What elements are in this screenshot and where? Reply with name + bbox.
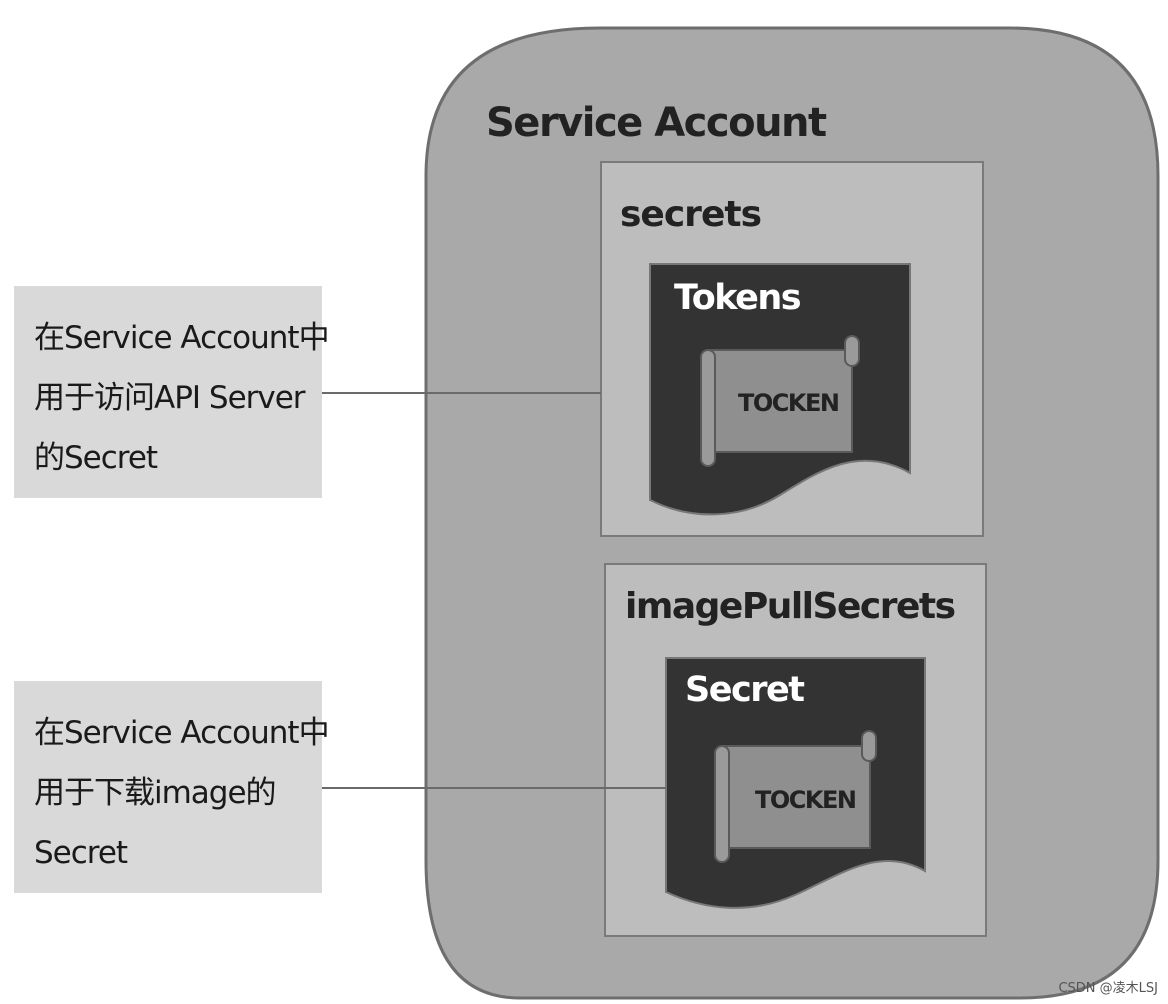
secrets-section-title: secrets	[620, 194, 762, 235]
secret-token-label: TOCKEN	[755, 786, 857, 814]
annotation-box-image-pull: 在Service Account中 用于下载image的 Secret	[14, 681, 330, 893]
tokens-panel-title: Tokens	[674, 278, 802, 318]
secret-panel-title: Secret	[685, 670, 805, 710]
service-account-title: Service Account	[486, 100, 827, 146]
annotation-box-secrets: 在Service Account中 用于访问API Server 的Secret	[14, 286, 330, 498]
watermark: CSDN @凌木LSJ	[1058, 981, 1158, 996]
annotation-line: 用于下载image的	[34, 775, 277, 811]
annotation-line: 在Service Account中	[34, 320, 330, 356]
secrets-token-label: TOCKEN	[738, 389, 840, 417]
secret-token-scroll	[714, 730, 877, 863]
image-pull-secrets-title: imagePullSecrets	[625, 586, 956, 627]
annotation-line: 的Secret	[34, 440, 158, 476]
annotation-line: 用于访问API Server	[34, 380, 306, 416]
annotation-line: Secret	[34, 835, 128, 871]
secrets-token-scroll	[700, 335, 860, 467]
annotation-line: 在Service Account中	[34, 715, 330, 751]
